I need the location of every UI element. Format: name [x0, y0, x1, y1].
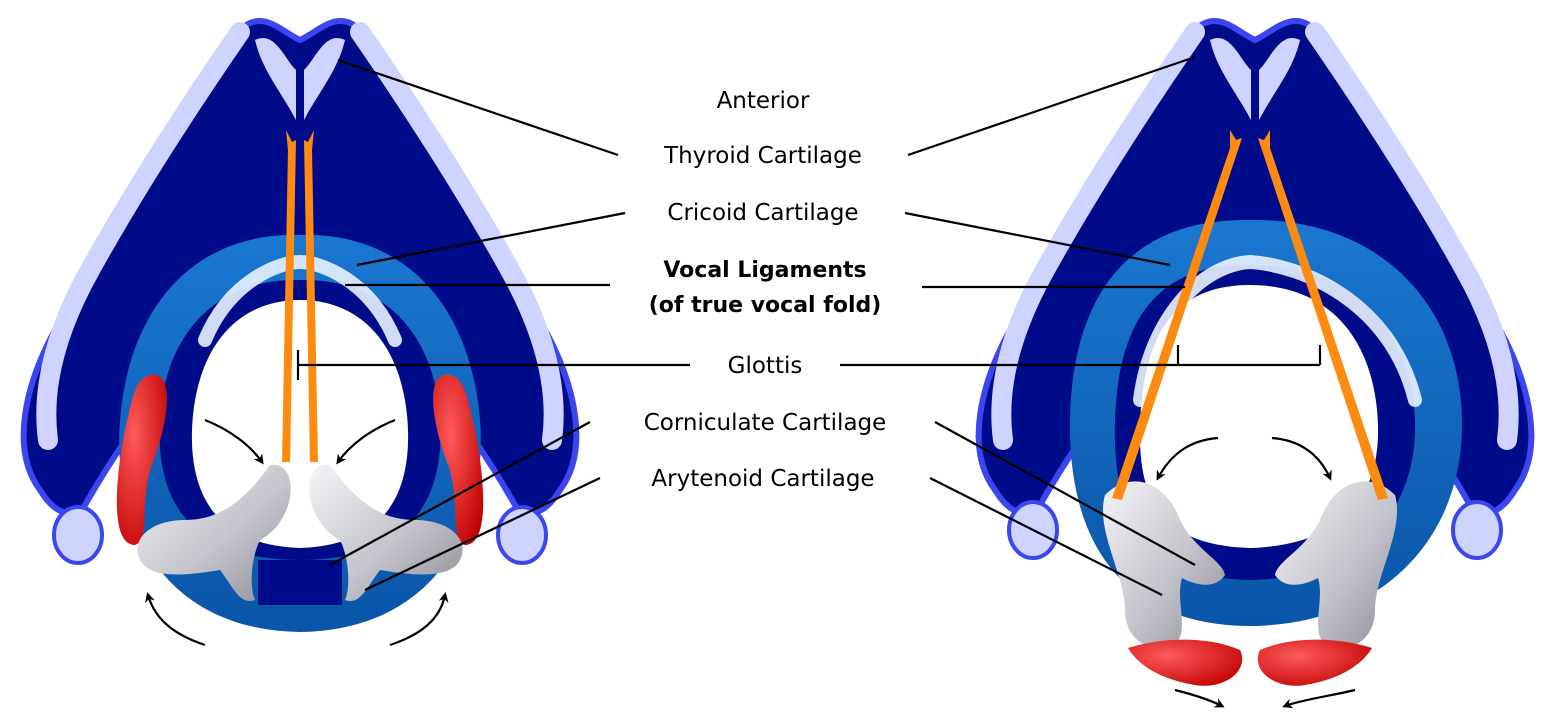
label-cricoid-cartilage: Cricoid Cartilage [667, 200, 858, 226]
labels: Anterior Thyroid Cartilage Cricoid Carti… [644, 88, 887, 492]
muscle-right-b [1258, 640, 1372, 686]
label-arytenoid-cartilage: Arytenoid Cartilage [651, 466, 874, 492]
label-thyroid-cartilage: Thyroid Cartilage [663, 143, 862, 169]
muscle-right-a [1128, 640, 1242, 686]
label-corniculate-cartilage: Corniculate Cartilage [644, 410, 887, 436]
arrow-posterior-right [1285, 690, 1355, 706]
left-larynx [24, 21, 577, 645]
label-vocal-ligaments: Vocal Ligaments [663, 258, 866, 283]
label-glottis: Glottis [728, 353, 803, 379]
label-anterior: Anterior [717, 88, 810, 114]
label-vocal-ligaments-sub: (of true vocal fold) [649, 293, 882, 318]
arrow-posterior-left [1175, 690, 1222, 706]
right-larynx [979, 21, 1532, 706]
